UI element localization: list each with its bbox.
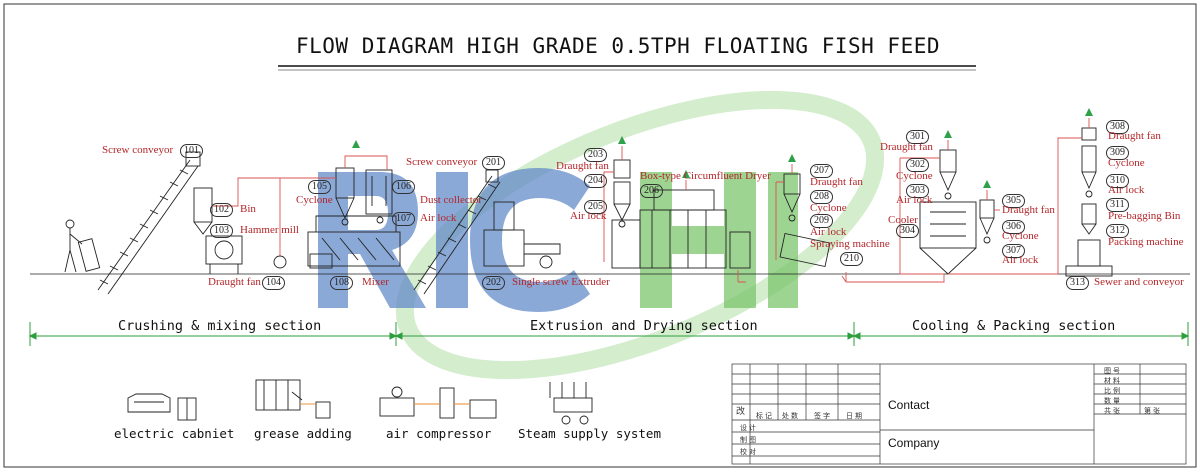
equipment-number-208: 208 [810, 190, 833, 204]
equipment-number-313: 313 [1066, 276, 1089, 290]
equipment-label-106: Dust collector [420, 194, 483, 206]
equipment-label-304: Cooler [888, 214, 918, 226]
legend-electric-cabinet: electric cabniet [114, 426, 235, 441]
equipment-label-307: Air lock [1002, 254, 1039, 266]
equipment-number-302: 302 [906, 158, 929, 172]
equipment-label-310: Air lock [1108, 184, 1145, 196]
legend-icons [127, 379, 593, 425]
equipment-label-312: Packing machine [1108, 236, 1184, 248]
equipment-label-108: Mixer [362, 276, 389, 288]
equipment-label-205: Air lock [570, 210, 607, 222]
equipment-label-313: Sewer and conveyor [1094, 276, 1184, 288]
equipment-label-309: Cyclone [1108, 157, 1145, 169]
equipment-label-207: Draught fan [810, 176, 863, 188]
equipment-number-101: 101 [180, 144, 203, 158]
diagram-title: FLOW DIAGRAM HIGH GRADE 0.5TPH FLOATING … [295, 34, 940, 58]
section-crushing-mixing: Crushing & mixing section [118, 318, 322, 334]
equipment-number-201: 201 [482, 156, 505, 170]
tb-header-mark: 标 记 [756, 413, 772, 420]
equipment-label-104: Draught fan [208, 276, 261, 288]
legend-air-compressor: air compressor [386, 426, 492, 441]
equipment-label-209: Air lock [810, 226, 847, 238]
equipment-label-206: Box-type Circumfluent Dryer [640, 170, 771, 182]
equipment-number-210: 210 [840, 252, 863, 266]
tb-right-scale: 比 例 [1104, 388, 1120, 395]
equipment-label-308: Draught fan [1108, 130, 1161, 142]
section-cooling-packing: Cooling & Packing section [912, 318, 1116, 334]
equipment-number-207: 207 [810, 164, 833, 178]
tb-header-sign: 签 字 [814, 413, 830, 420]
equipment-label-210: Spraying machine [810, 238, 890, 250]
equipment-number-202: 202 [482, 276, 505, 290]
equipment-number-104: 104 [262, 276, 285, 290]
tb-right-drawing-no: 图 号 [1104, 368, 1120, 375]
section-extrusion-drying: Extrusion and Drying section [530, 318, 758, 334]
equipment-label-202: Single screw Extruder [512, 276, 610, 288]
equipment-number-209: 209 [810, 214, 833, 228]
equipment-number-203: 203 [584, 148, 607, 162]
equipment-label-208: Cyclone [810, 202, 847, 214]
equipment-number-310: 310 [1106, 174, 1129, 188]
tb-row-draw: 制 图 [740, 437, 756, 444]
equipment-number-312: 312 [1106, 224, 1129, 238]
equipment-number-311: 311 [1106, 198, 1129, 212]
equipment-number-204: 204 [584, 174, 607, 188]
title-block-company: Company [888, 436, 940, 450]
equipment-number-108: 108 [330, 276, 353, 290]
equipment-label-101: Screw conveyor [102, 144, 174, 156]
crushing-equipment [64, 151, 401, 295]
equipment-number-308: 308 [1106, 120, 1129, 134]
equipment-label-102: Bin [240, 203, 256, 215]
equipment-label-305: Draught fan [1002, 204, 1055, 216]
equipment-number-303: 303 [906, 184, 929, 198]
equipment-number-206: 206 [640, 184, 663, 198]
tb-header-count: 处 数 [782, 413, 798, 420]
equipment-number-205: 205 [584, 200, 607, 214]
equipment-label-303: Air lock [896, 194, 933, 206]
section-dividers [28, 322, 1190, 346]
tb-right-material: 材 料 [1104, 378, 1120, 385]
legend-steam-supply: Steam supply system [518, 426, 661, 441]
equipment-label-203: Draught fan [556, 160, 609, 172]
legend-grease-adding: grease adding [254, 426, 352, 441]
equipment-number-307: 307 [1002, 244, 1025, 258]
title-block-rev-mark: 改 [736, 406, 746, 416]
equipment-number-106: 106 [392, 180, 415, 194]
equipment-number-107: 107 [392, 212, 415, 226]
equipment-number-105: 105 [308, 180, 331, 194]
equipment-number-304: 304 [896, 224, 919, 238]
tb-page-total: 共 张 [1104, 408, 1120, 415]
equipment-label-306: Cyclone [1002, 230, 1039, 242]
equipment-number-306: 306 [1002, 220, 1025, 234]
equipment-number-309: 309 [1106, 146, 1129, 160]
equipment-number-102: 102 [210, 203, 233, 217]
equipment-label-311: Pre-bagging Bin [1108, 210, 1181, 222]
equipment-number-301: 301 [906, 130, 929, 144]
title-block-contact: Contact [888, 398, 930, 412]
tb-header-date: 日 期 [846, 413, 862, 420]
equipment-label-301: Draught fan [880, 141, 933, 153]
equipment-number-305: 305 [1002, 194, 1025, 208]
equipment-label-302: Cyclone [896, 170, 933, 182]
tb-row-check: 校 对 [740, 449, 756, 456]
tb-page-current: 第 张 [1144, 408, 1160, 415]
title-block [731, 363, 1187, 465]
tb-right-quantity: 数 量 [1104, 398, 1120, 405]
tb-row-design: 设 计 [740, 425, 756, 432]
equipment-label-103: Hammer mill [240, 224, 299, 236]
equipment-number-103: 103 [210, 224, 233, 238]
equipment-label-105: Cyclone [296, 194, 333, 206]
equipment-label-201: Screw conveyor [406, 156, 478, 168]
equipment-label-107: Air lock [420, 212, 457, 224]
